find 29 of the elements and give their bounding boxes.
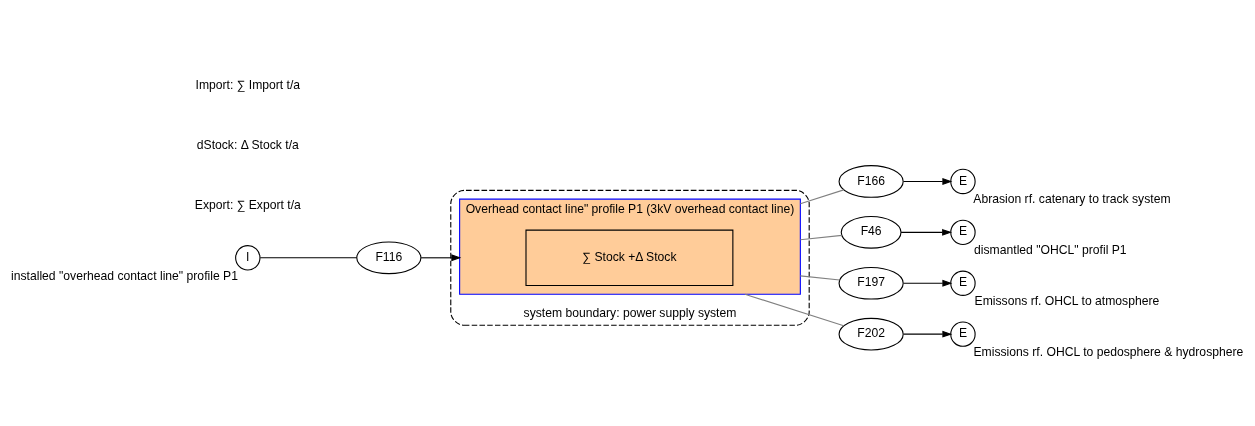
node-label: installed "overhead contact line" profile P1 [11, 268, 238, 283]
node-circle: E [950, 219, 976, 246]
node-circle: I [235, 245, 261, 271]
arrow [900, 228, 953, 236]
node-label: Emissons rf. OHCL to atmosphere [974, 294, 1160, 309]
label: Import: ∑ Import t/a [195, 78, 301, 93]
node-ellipse: F116 [356, 241, 422, 275]
node-box: ∑ Stock +Δ Stock [525, 229, 734, 286]
connector [799, 189, 845, 205]
connector [259, 257, 358, 259]
node-circle: E [950, 270, 976, 296]
arrow [420, 254, 462, 262]
node-ellipse: F202 [838, 317, 904, 351]
arrow [903, 279, 953, 287]
node-ellipse: F197 [838, 266, 904, 300]
connector [799, 275, 841, 281]
node-label: dismantled "OHCL" profil P1 [974, 243, 1127, 258]
arrow [903, 330, 953, 338]
arrow [903, 177, 953, 185]
node-ellipse: F166 [838, 165, 904, 198]
label: Export: ∑ Export t/a [194, 197, 301, 212]
node-label: Abrasion rf. catenary to track system [973, 192, 1171, 207]
node-label: Emissions rf. OHCL to pedosphere & hydrosphere [973, 345, 1244, 360]
label: dStock: Δ Stock t/a [196, 138, 299, 153]
node-circle: E [950, 321, 976, 347]
node-circle: E [950, 168, 976, 195]
connector [744, 293, 845, 327]
connector [799, 234, 843, 241]
node-ellipse: F46 [840, 216, 902, 249]
